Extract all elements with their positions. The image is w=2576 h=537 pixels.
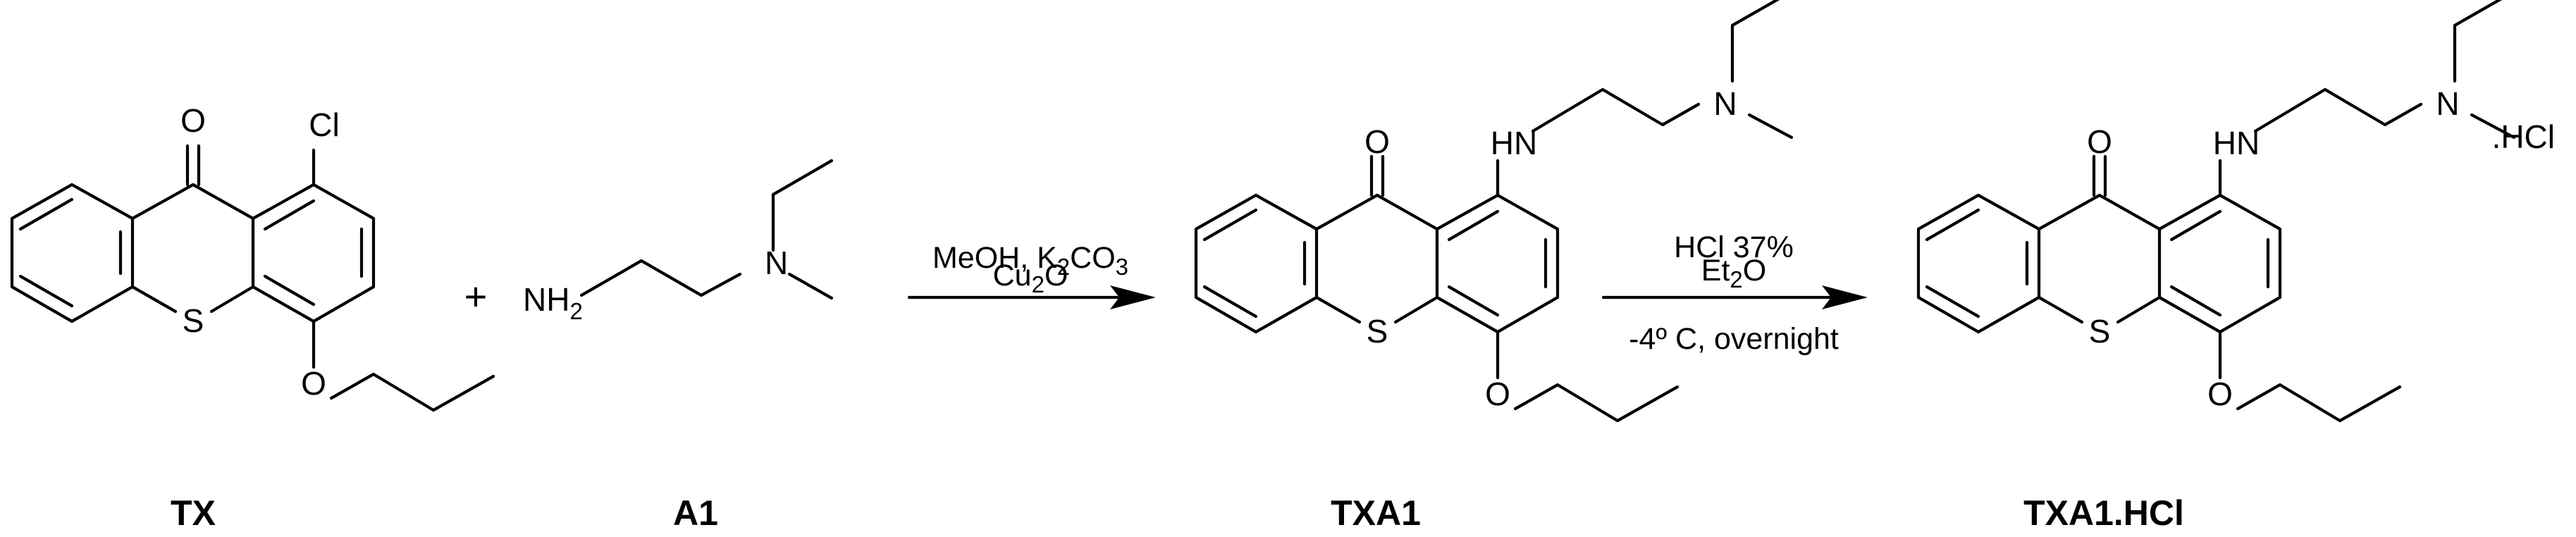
a1-label: A1 [673, 493, 718, 533]
tx-carbonyl-oxygen: O [180, 102, 206, 139]
reaction-arrow-2 [1601, 285, 1868, 309]
plus-sign: + [464, 274, 488, 319]
a1-tertiary-nitrogen: N [765, 245, 788, 281]
txa1hcl-ether-oxygen: O [2207, 376, 2233, 412]
compound-tx: O Cl S O [12, 102, 493, 410]
step2-conditions: -4º C, overnight [1629, 322, 1839, 356]
reaction-arrow-1 [907, 285, 1156, 309]
txa1hcl-label: TXA1.HCl [2023, 493, 2184, 533]
txa1hcl-amine-hn: HN [2213, 125, 2260, 161]
txa1-amine-hn: HN [1491, 125, 1537, 161]
step2-solvent: Et2O [1701, 254, 1766, 292]
txa1-ether-oxygen: O [1485, 376, 1510, 412]
tx-sulfur: S [183, 302, 204, 339]
tx-label: TX [171, 493, 216, 533]
step2-reagent: HCl 37% [1674, 230, 1794, 264]
txa1-sulfur: S [1367, 313, 1388, 350]
compound-a1: NH2 N [523, 159, 834, 324]
txa1-carbonyl-oxygen: O [1364, 123, 1390, 160]
txa1hcl-sulfur: S [2089, 313, 2111, 350]
step1-catalyst-text: Cu2O [993, 259, 1068, 297]
compound-txa1-hcl: O HN N S O [1918, 0, 2514, 421]
a1-amine-nh: NH2 [523, 281, 583, 324]
txa1hcl-salt: .HCl [2492, 118, 2555, 155]
tx-chlorine: Cl [309, 106, 339, 143]
txa1-label: TXA1 [1331, 493, 1421, 533]
step1-reagents: MeOH, K2CO3 [932, 241, 1128, 280]
txa1-tertiary-nitrogen: N [1713, 85, 1737, 122]
compound-txa1: O HN N S O [1196, 0, 1792, 421]
txa1hcl-carbonyl-oxygen: O [2087, 123, 2112, 160]
tx-ether-oxygen: O [301, 365, 326, 402]
txa1hcl-tertiary-nitrogen: N [2436, 85, 2459, 122]
